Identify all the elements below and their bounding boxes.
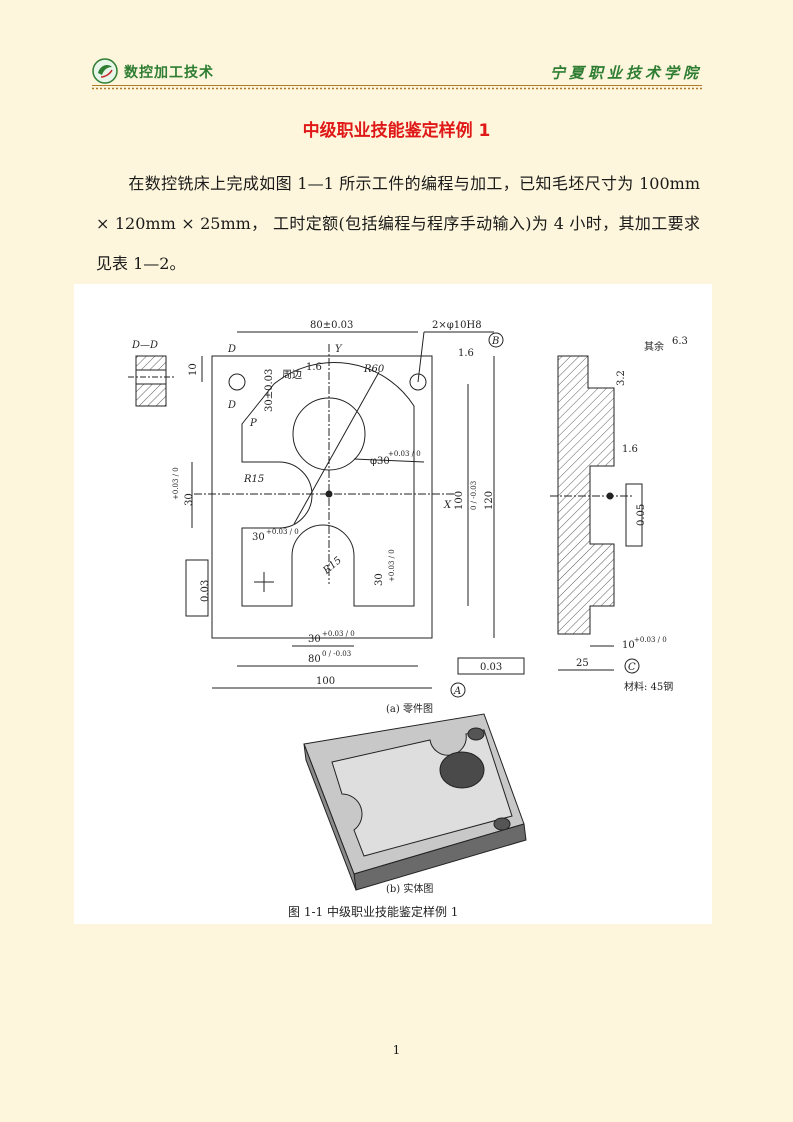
datum-c-label: C <box>628 662 636 673</box>
datum-b-circle <box>488 332 504 348</box>
r15-slot-text: R15 <box>321 555 344 577</box>
plan-view: D D P Y X 80±0.03 2×φ10H8 1.6 B 10 30±0.… <box>172 320 525 698</box>
x-label: X <box>443 500 452 511</box>
dim-bottom-30-tol: +0.03 / 0 <box>322 630 355 638</box>
side-section <box>557 355 615 635</box>
r60-leader <box>293 371 380 525</box>
holes-leader <box>417 331 425 383</box>
page-title: 中级职业技能鉴定样例 1 <box>302 121 491 141</box>
side-roughness-mid: 1.6 <box>622 444 638 455</box>
dim-100-text: 100 <box>454 491 465 510</box>
dim-100-tol: 0 / -0.03 <box>470 481 478 510</box>
solid-left-face <box>303 743 357 891</box>
plan-outer-boundary <box>211 355 433 639</box>
perimeter-label: 周边 <box>282 369 302 381</box>
side-origin <box>606 492 614 500</box>
side-view: 其余 6.3 3.2 1.6 0.05 10 +0.03 / 0 25 C 材料… <box>550 336 688 693</box>
caption-a: (a) 零件图 <box>386 703 433 715</box>
dim-30-left-text: 30 <box>184 493 195 506</box>
y-label: Y <box>335 344 343 355</box>
solid-hole-bottom <box>493 817 511 831</box>
page-number: 1 <box>392 1043 401 1057</box>
body-paragraph: 在数控铣床上完成如图 1—1 所示工件的编程与加工，已知毛坯尺寸为 100mm … <box>96 164 700 284</box>
d-label-bottom: D <box>227 400 236 411</box>
symmetry-b-frame <box>185 559 209 617</box>
dim-bottom-100-text: 100 <box>316 676 335 687</box>
page-header: 数控加工技术 宁夏职业技术学院 <box>92 56 702 90</box>
depth-10-tol: +0.03 / 0 <box>634 636 667 644</box>
parallelism-value: 0.05 <box>636 504 647 526</box>
symmetry-a-value: 0.03 <box>480 662 502 673</box>
solid-view <box>303 713 527 891</box>
rest-roughness-value: 6.3 <box>672 336 688 347</box>
header-divider <box>92 85 702 90</box>
drawing-canvas: D—D D D P <box>128 320 688 919</box>
dim-bottom-80-tol: 0 / -0.03 <box>322 650 351 658</box>
phi30-tol: +0.03 / 0 <box>388 450 421 458</box>
dim-120-text: 120 <box>484 491 495 510</box>
slot-depth-tol: +0.03 / 0 <box>388 549 396 582</box>
logo-icon <box>92 58 118 84</box>
symmetry-a-frame <box>457 657 525 675</box>
depth-10-text: 10 <box>622 640 635 651</box>
dim-80-text: 80±0.03 <box>310 320 353 331</box>
solid-bore <box>439 751 485 789</box>
phi30-text: φ30 <box>370 456 390 467</box>
datum-c-circle <box>624 658 640 674</box>
locating-hole-right <box>409 373 427 391</box>
slot-30-text: 30 <box>252 532 265 543</box>
dim-30v-text: 30±0.03 <box>264 369 275 412</box>
r15-left-text: R15 <box>243 474 264 485</box>
parallelism-frame <box>625 483 643 547</box>
section-dd-label: D—D <box>131 340 158 351</box>
datum-b-label: B <box>491 336 499 347</box>
perimeter-roughness: 1.6 <box>306 362 322 373</box>
material-text: 材料: 45钢 <box>624 680 673 693</box>
rest-roughness-label: 其余 <box>644 340 664 353</box>
thick-25-text: 25 <box>576 658 589 669</box>
header-right-title: 宁夏职业技术学院 <box>549 64 702 82</box>
symmetry-b-value: 0.03 <box>200 580 211 602</box>
header-left-title: 数控加工技术 <box>124 65 214 81</box>
holes-callout: 2×φ10H8 <box>432 320 482 331</box>
caption-main: 图 1-1 中级职业技能鉴定样例 1 <box>288 904 458 919</box>
holes-roughness: 1.6 <box>458 348 474 359</box>
r60-text: R60 <box>363 364 385 375</box>
solid-hole-top <box>467 727 485 741</box>
d-label-top: D <box>227 344 236 355</box>
paragraph-text: 在数控铣床上完成如图 1—1 所示工件的编程与加工，已知毛坯尺寸为 100mm … <box>96 174 700 273</box>
datum-a-label: A <box>453 686 461 697</box>
section-dd: D—D <box>128 340 174 407</box>
locating-hole-left <box>228 373 246 391</box>
dim-10-text: 10 <box>188 363 199 376</box>
dim-bottom-80-text: 80 <box>308 654 321 665</box>
slot-depth-text: 30 <box>374 573 385 586</box>
datum-a-circle <box>450 682 466 698</box>
p-label: P <box>249 418 257 429</box>
side-roughness-top: 3.2 <box>616 370 627 386</box>
caption-b: (b) 实体图 <box>386 882 433 895</box>
phi30-leader <box>353 458 425 463</box>
dim-bottom-30-text: 30 <box>308 634 321 645</box>
dim-30-left-tol: +0.03 / 0 <box>172 467 180 500</box>
slot-30-tol: +0.03 / 0 <box>266 528 299 536</box>
technical-drawing: D—D D D P <box>74 284 712 924</box>
